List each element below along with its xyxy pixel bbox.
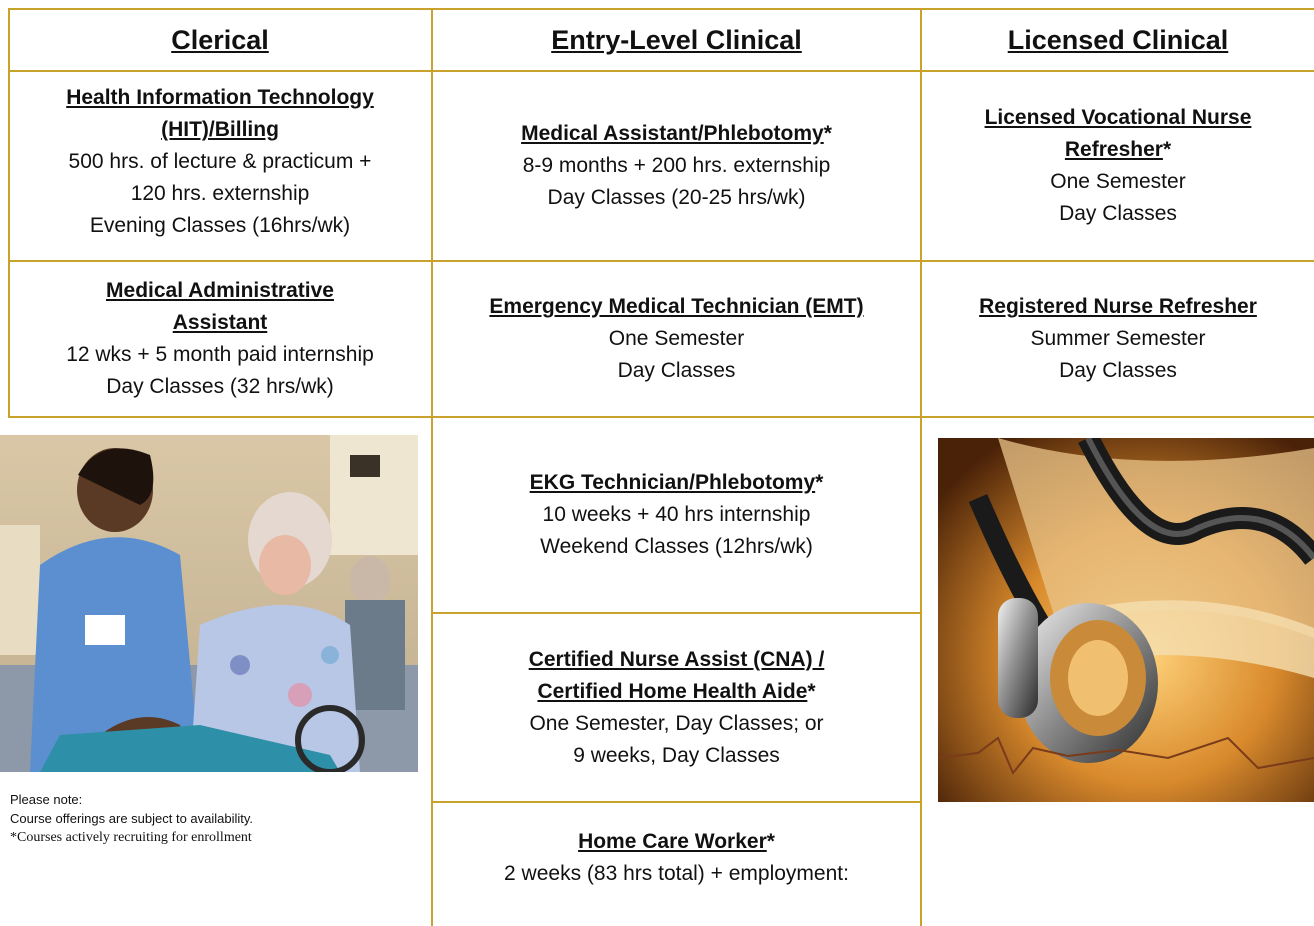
course-title: Refresher bbox=[1064, 138, 1163, 161]
course-home-care-worker: Home Care Worker* 2 weeks (83 hrs total)… bbox=[433, 803, 920, 913]
header-entry-level-clinical: Entry-Level Clinical bbox=[551, 24, 802, 55]
stethoscope-photo bbox=[938, 438, 1314, 802]
col-divider-2 bbox=[920, 8, 922, 926]
course-schedule: Day Classes bbox=[1059, 202, 1177, 225]
course-schedule: Day Classes bbox=[1059, 359, 1177, 382]
course-title: Home Care Worker bbox=[578, 830, 767, 853]
course-medical-administrative-assistant: Medical Administrative Assistant 12 wks … bbox=[10, 262, 430, 416]
recruiting-asterisk: * bbox=[807, 679, 816, 703]
course-schedule: Day Classes (32 hrs/wk) bbox=[106, 375, 334, 398]
recruiting-asterisk: * bbox=[766, 830, 775, 853]
row2-bottom-border bbox=[8, 416, 1314, 418]
course-medical-assistant: Medical Assistant/Phlebotomy* 8-9 months… bbox=[433, 72, 920, 260]
course-title: Medical Assistant/Phlebotomy bbox=[521, 122, 824, 145]
course-detail: 120 hrs. externship bbox=[130, 182, 310, 205]
course-title: Assistant bbox=[172, 311, 268, 334]
course-rn-refresher: Registered Nurse Refresher Summer Semest… bbox=[922, 262, 1314, 416]
course-title: Emergency Medical Technician (EMT) bbox=[489, 295, 864, 318]
note-recruiting: *Courses actively recruiting for enrollm… bbox=[10, 830, 252, 845]
course-lvn-refresher: Licensed Vocational Nurse Refresher* One… bbox=[922, 72, 1314, 260]
course-detail: 500 hrs. of lecture & practicum + bbox=[68, 150, 372, 173]
course-detail: 2 weeks (83 hrs total) + employment: bbox=[504, 862, 849, 885]
course-detail: Summer Semester bbox=[1030, 327, 1206, 350]
header-bottom-border bbox=[8, 70, 1314, 72]
course-hit-billing: Health Information Technology (HIT)/Bill… bbox=[10, 82, 430, 242]
course-detail: 8-9 months + 200 hrs. externship bbox=[522, 154, 831, 177]
nurse-with-patient-photo bbox=[0, 435, 418, 772]
course-schedule: 9 weeks, Day Classes bbox=[573, 743, 780, 767]
course-emt: Emergency Medical Technician (EMT) One S… bbox=[433, 262, 920, 416]
course-title: (HIT)/Billing bbox=[161, 118, 279, 141]
header-clerical: Clerical bbox=[171, 24, 269, 55]
course-schedule: Day Classes (20-25 hrs/wk) bbox=[547, 186, 806, 209]
course-detail: One Semester bbox=[1050, 170, 1186, 193]
course-title: Registered Nurse Refresher bbox=[979, 295, 1257, 318]
course-schedule: Day Classes bbox=[617, 359, 736, 382]
recruiting-asterisk: * bbox=[1162, 138, 1172, 161]
course-title: Certified Nurse Assist (CNA) / bbox=[528, 647, 825, 671]
table-top-border bbox=[8, 8, 1314, 10]
course-detail: 10 weeks + 40 hrs internship bbox=[542, 503, 811, 526]
course-schedule: Evening Classes (16hrs/wk) bbox=[89, 214, 351, 237]
cna-bottom-border bbox=[432, 801, 922, 803]
course-detail: One Semester bbox=[608, 327, 745, 350]
course-title: Medical Administrative bbox=[106, 279, 334, 302]
footnote: Please note: Course offerings are subjec… bbox=[10, 790, 253, 847]
course-title: Licensed Vocational Nurse bbox=[984, 106, 1252, 129]
ekg-bottom-border bbox=[432, 612, 922, 614]
course-title: Health Information Technology bbox=[66, 86, 374, 109]
recruiting-asterisk: * bbox=[815, 471, 824, 494]
course-detail: One Semester, Day Classes; or bbox=[529, 711, 824, 735]
note-heading: Please note: bbox=[10, 792, 83, 807]
col-divider-1 bbox=[431, 8, 433, 926]
course-ekg-technician: EKG Technician/Phlebotomy* 10 weeks + 40… bbox=[433, 418, 920, 612]
header-licensed-clinical: Licensed Clinical bbox=[1007, 24, 1229, 55]
course-schedule: Weekend Classes (12hrs/wk) bbox=[540, 535, 813, 558]
left-border bbox=[8, 8, 10, 418]
note-availability: Course offerings are subject to availabi… bbox=[10, 811, 254, 826]
row1-bottom-border bbox=[8, 260, 1314, 262]
course-title: Certified Home Health Aide bbox=[537, 679, 808, 703]
recruiting-asterisk: * bbox=[823, 122, 832, 145]
course-title: EKG Technician/Phlebotomy bbox=[529, 471, 816, 494]
course-detail: 12 wks + 5 month paid internship bbox=[66, 343, 374, 366]
course-cna: Certified Nurse Assist (CNA) / Certified… bbox=[433, 614, 920, 801]
